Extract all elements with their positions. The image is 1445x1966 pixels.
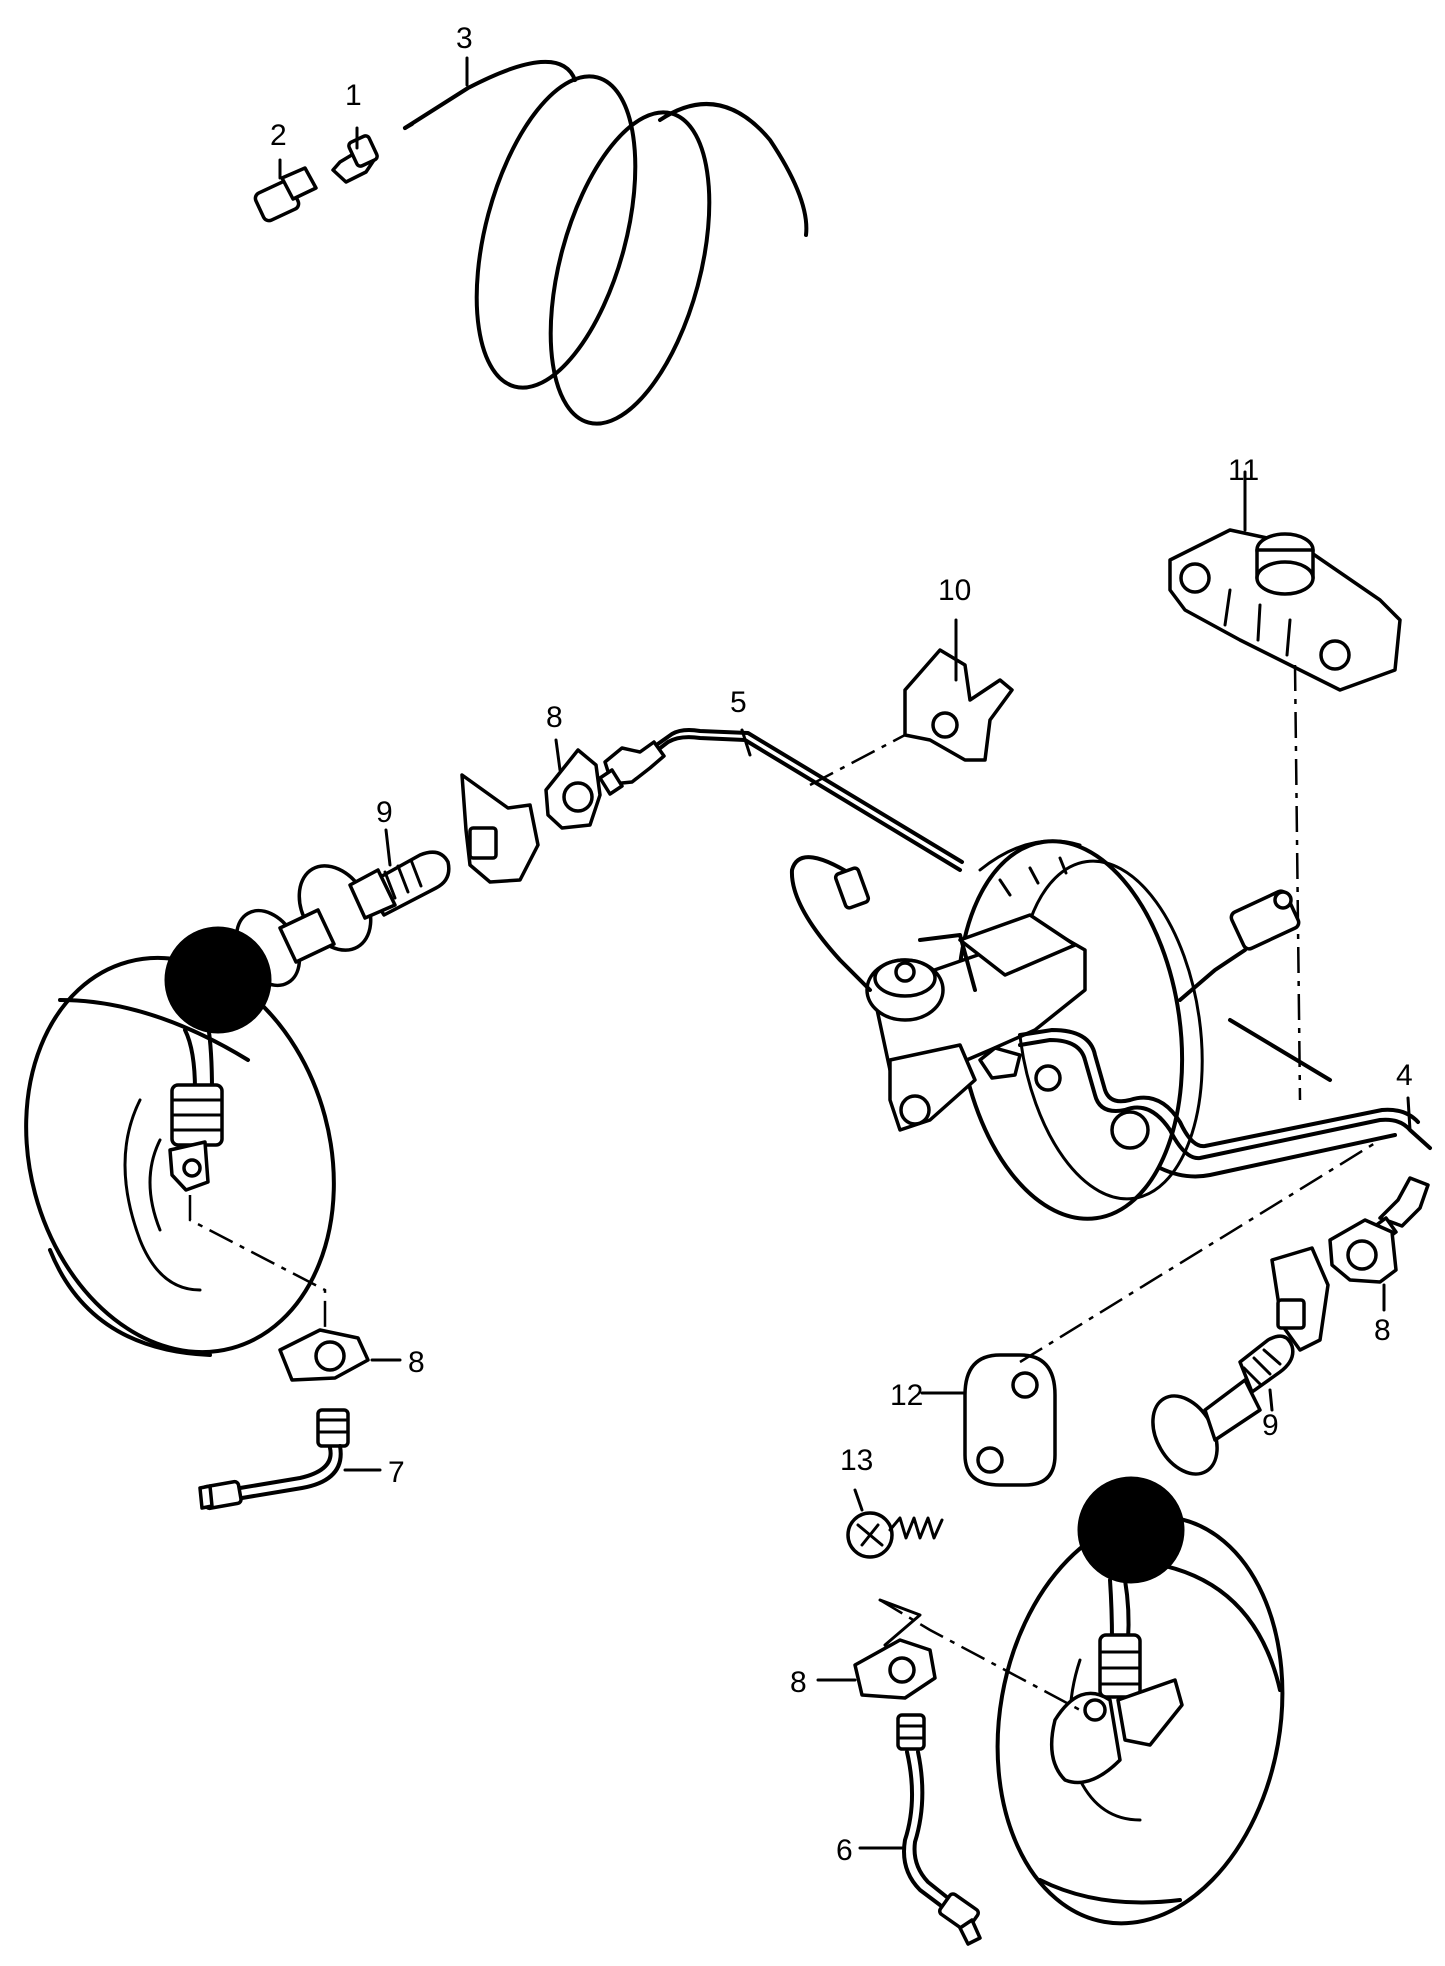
master-cylinder xyxy=(865,913,1087,1132)
clip-part-8-lower-right-caliper xyxy=(853,1638,937,1700)
screw-part-13 xyxy=(846,1511,944,1559)
pipe-union-part-5-end xyxy=(598,740,666,796)
coiled-brake-pipe-part-3 xyxy=(403,59,809,426)
leader-part-10 xyxy=(809,733,906,787)
union-fitting-part-2 xyxy=(253,166,318,223)
brake-hose-part-9-lower-right xyxy=(1151,1334,1295,1476)
callout-8-lower-left: 8 xyxy=(408,1346,425,1379)
clip-part-8-lower-right xyxy=(1328,1218,1398,1284)
callout-9-lower-right: 9 xyxy=(1262,1409,1279,1442)
callout-4: 4 xyxy=(1396,1059,1413,1092)
callout-13: 13 xyxy=(840,1444,873,1477)
callout-3: 3 xyxy=(456,22,473,55)
retaining-plate-part-12 xyxy=(963,1353,1057,1487)
callout-8-caliper-right: 8 xyxy=(790,1666,807,1699)
caliper-hose-right xyxy=(1049,1578,1184,1785)
caliper-hose-left xyxy=(168,1023,224,1192)
callout-12: 12 xyxy=(890,1379,923,1412)
callout-9-upper-left: 9 xyxy=(376,796,393,829)
callout-8-lower-right: 8 xyxy=(1374,1314,1391,1347)
brake-pipe-part-5 xyxy=(653,728,964,872)
brake-pipe-part-4 xyxy=(1018,1028,1432,1179)
pipe-bracket-part-11 xyxy=(1168,528,1402,692)
bracket-plate-lower-right xyxy=(1270,1246,1330,1352)
bracket-plate-upper-left xyxy=(460,773,540,884)
leader-wedge-right xyxy=(878,1598,922,1647)
clip-part-8-lower-left xyxy=(278,1328,370,1382)
callout-8-upper-left: 8 xyxy=(546,701,563,734)
callout-6: 6 xyxy=(836,1834,853,1867)
callout-1: 1 xyxy=(345,79,362,112)
callout-10: 10 xyxy=(938,574,971,607)
clip-part-8-upper-left xyxy=(544,748,602,830)
flex-hose-part-7 xyxy=(198,1408,350,1511)
brake-booster xyxy=(955,839,1332,1221)
redaction-dot-left xyxy=(164,926,272,1034)
callout-leaders xyxy=(278,56,1412,1850)
callout-11: 11 xyxy=(1228,454,1259,487)
callout-7: 7 xyxy=(388,1456,405,1489)
callout-5: 5 xyxy=(730,686,747,719)
leader-part-11 xyxy=(1293,664,1302,1101)
clip-part-10 xyxy=(903,648,1014,762)
left-wheel-disc xyxy=(24,955,336,1357)
callout-2: 2 xyxy=(270,119,287,152)
leader-part-12 xyxy=(1019,1138,1381,1364)
redaction-dot-right xyxy=(1077,1476,1185,1584)
leader-left-caliper xyxy=(188,1195,327,1340)
reservoir-hose-loop xyxy=(789,855,977,992)
flex-hose-part-6 xyxy=(896,1713,982,1946)
leader-right-caliper xyxy=(879,1598,1081,1712)
